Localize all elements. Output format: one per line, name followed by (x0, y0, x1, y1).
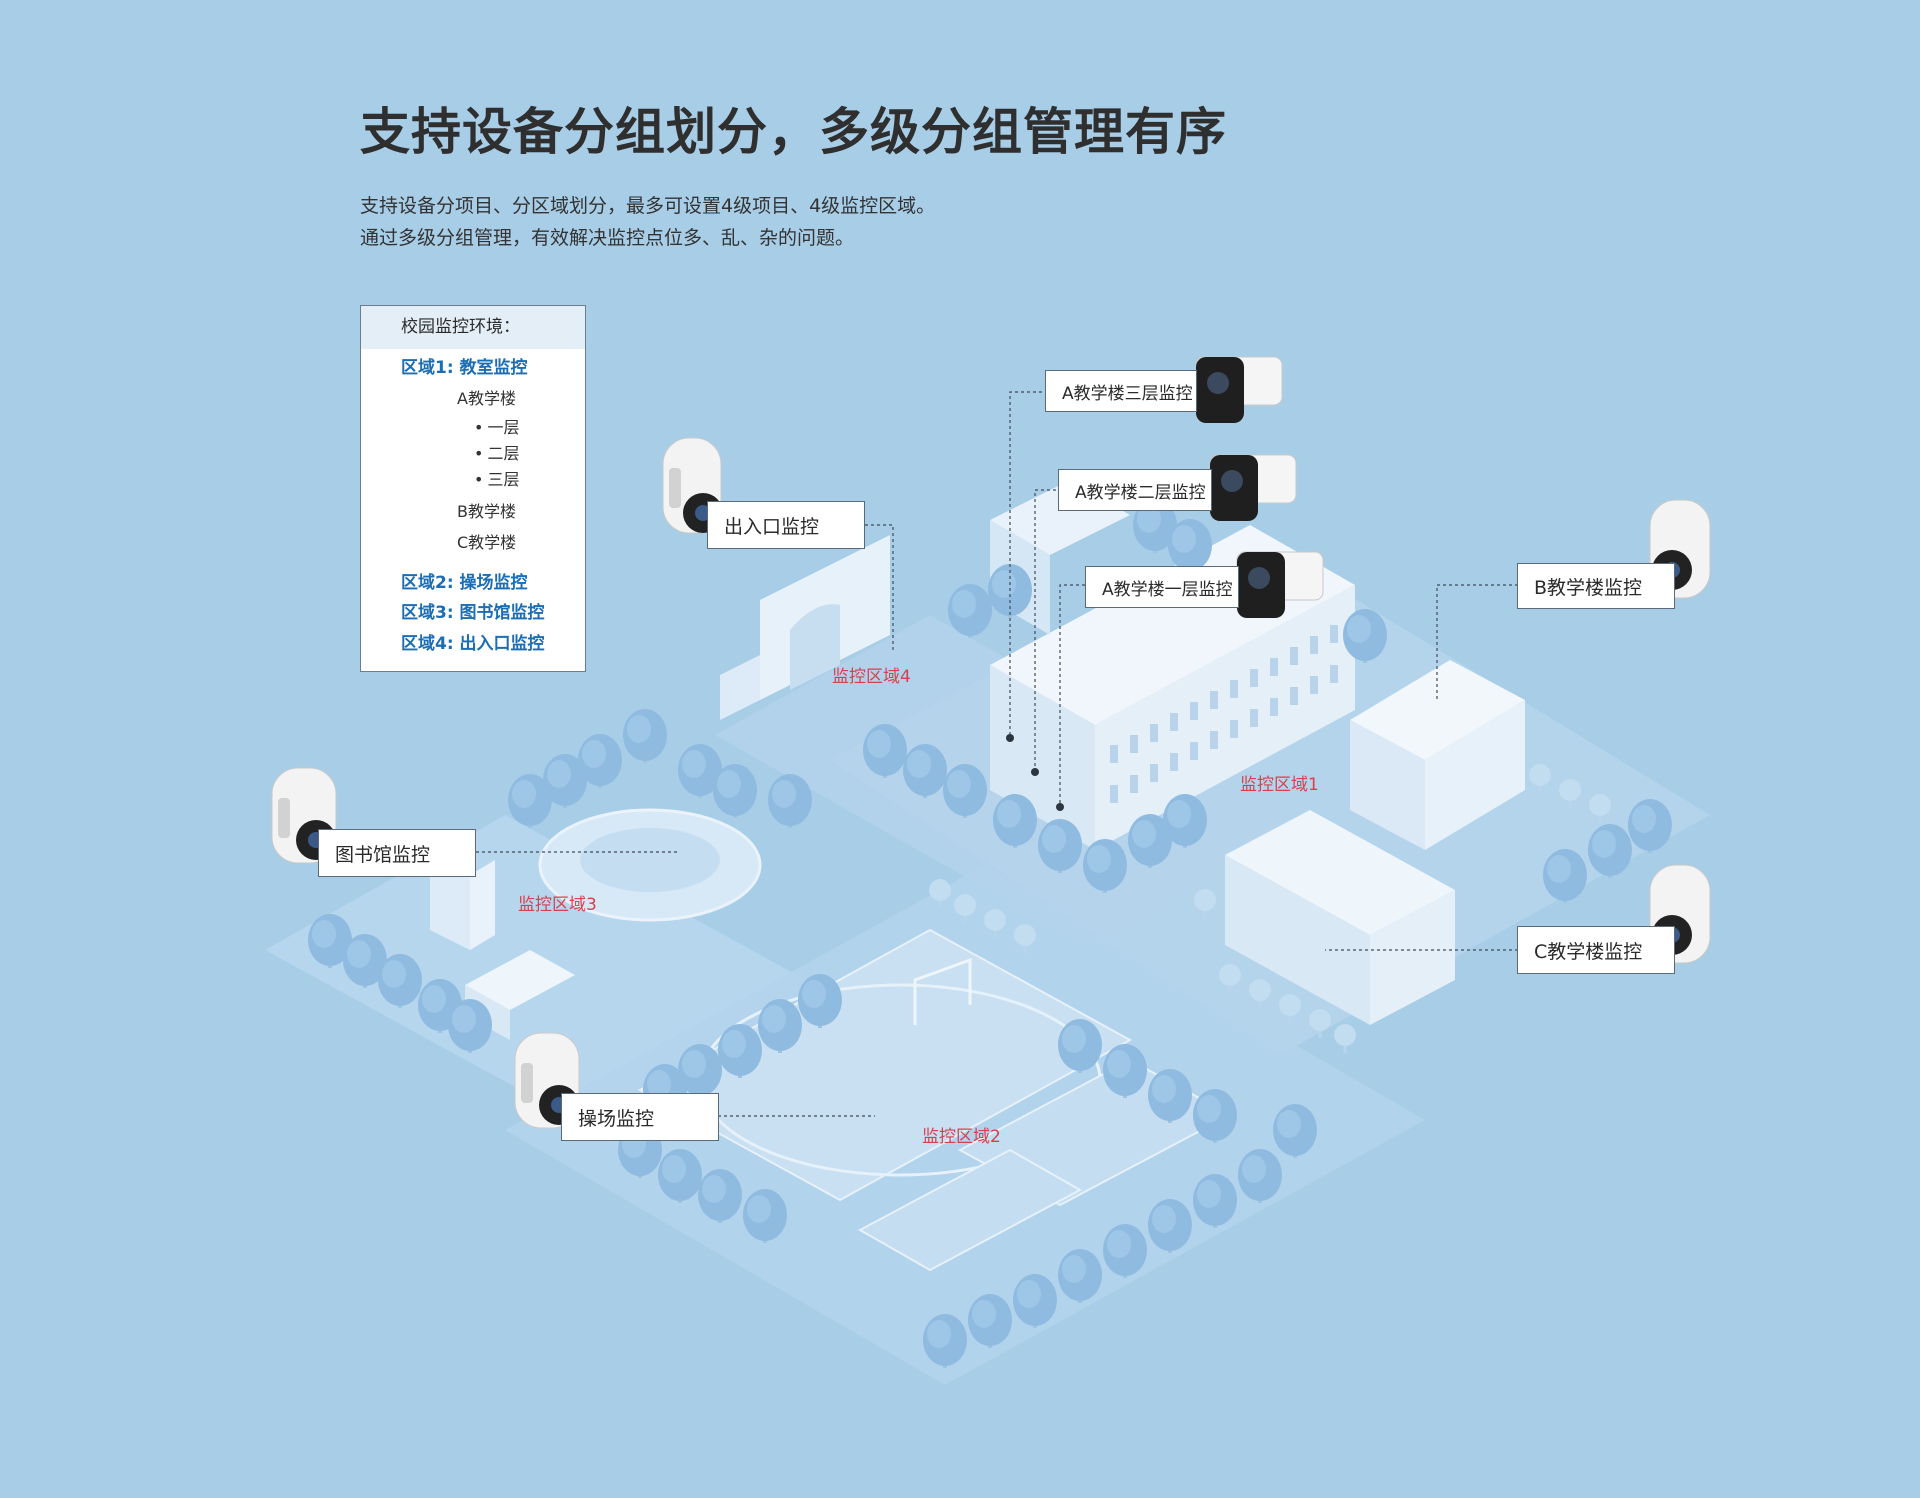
camera-label-playground: 操场监控 (561, 1093, 719, 1141)
legend-panel: 校园监控环境： 区域1: 教室监控 A教学楼 一层 二层 三层 B教学楼 C教学… (360, 305, 586, 672)
library-block (430, 855, 470, 950)
description-line-2: 通过多级分组管理，有效解决监控点位多、乱、杂的问题。 (360, 227, 855, 249)
page-title: 支持设备分组划分，多级分组管理有序 (360, 103, 1227, 161)
legend-building-a: A教学楼 (457, 389, 516, 408)
goal (913, 957, 972, 1025)
building-b-top (1350, 660, 1525, 760)
building-c-left (1225, 855, 1370, 1025)
zone-label-4: 监控区域4 (832, 667, 911, 687)
page-description: 支持设备分项目、分区域划分，最多可设置4级项目、4级监控区域。 通过多级分组管理… (360, 190, 935, 254)
legend-building-b: B教学楼 (457, 502, 516, 521)
gate-arch (790, 604, 840, 690)
legend-floor-1: 一层 (474, 414, 519, 438)
building-c-front (1370, 890, 1455, 1025)
building-b-front (1425, 700, 1525, 850)
camera-label-a-floor3: A教学楼三层监控 (1045, 370, 1197, 412)
legend-zone-3: 区域3: 图书馆监控 (401, 603, 545, 623)
zone-label-2: 监控区域2 (922, 1127, 1001, 1147)
camera-label-library: 图书馆监控 (318, 829, 476, 877)
legend-zone-4: 区域4: 出入口监控 (401, 634, 545, 654)
zone-label-3: 监控区域3 (518, 895, 597, 915)
legend-floor-2: 二层 (474, 440, 519, 464)
legend-zone-2: 区域2: 操场监控 (401, 573, 528, 593)
gate-structure (720, 655, 760, 720)
leader-dots (1006, 734, 1064, 811)
library-block-front (470, 860, 495, 950)
legend-zone-1: 区域1: 教室监控 (401, 358, 528, 378)
camera-label-a-floor2: A教学楼二层监控 (1058, 469, 1212, 511)
building-c-top (1225, 810, 1455, 935)
legend-building-c: C教学楼 (457, 533, 517, 552)
tennis-court (857, 1148, 1083, 1272)
camera-label-building-b: B教学楼监控 (1517, 563, 1675, 609)
legend-floor-3: 三层 (474, 466, 519, 490)
building-b-left (1350, 720, 1425, 850)
legend-heading: 校园监控环境： (361, 306, 585, 349)
stadium-inner (580, 828, 720, 892)
camera-label-entrance: 出入口监控 (707, 501, 865, 549)
zone-label-1: 监控区域1 (1240, 775, 1319, 795)
bullet-camera-icon (1209, 454, 1297, 521)
bullet-camera-icon (1236, 551, 1324, 618)
description-line-1: 支持设备分项目、分区域划分，最多可设置4级项目、4级监控区域。 (360, 195, 936, 217)
camera-label-building-c: C教学楼监控 (1517, 926, 1675, 974)
leader-lines (476, 391, 1518, 1117)
camera-label-a-floor1: A教学楼一层监控 (1085, 566, 1239, 608)
small-building (465, 950, 575, 1010)
bullet-camera-icon (1195, 356, 1283, 423)
